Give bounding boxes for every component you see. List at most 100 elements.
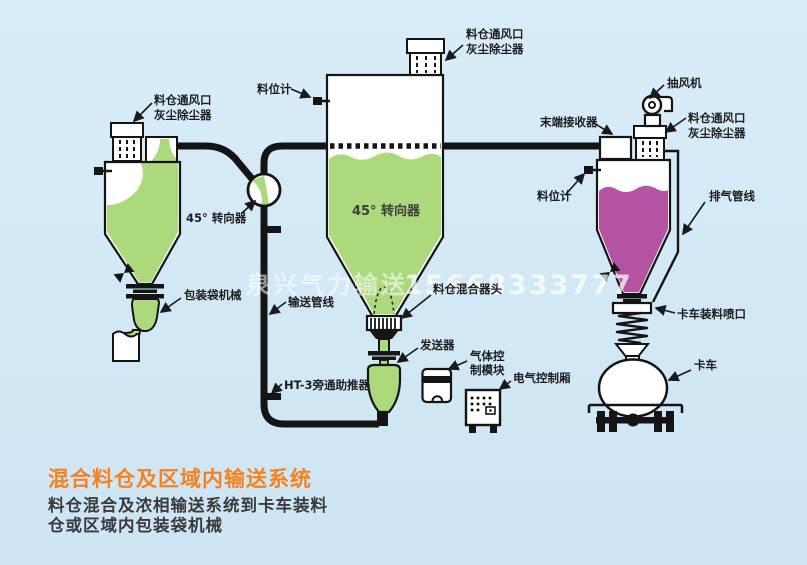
- pipe-left-silo-feed: [176, 142, 256, 183]
- leader-mixer: [400, 294, 432, 320]
- label-truck: 卡车: [694, 358, 717, 372]
- leader-lines: [132, 44, 706, 395]
- leader-right-level: [565, 172, 586, 195]
- leader-left-diverter: [241, 199, 257, 214]
- truck-chassis: [587, 403, 684, 413]
- label-exhaust-line: 排气管线: [709, 189, 755, 203]
- label-truck-loading-spout: 卡车装料喷口: [677, 307, 746, 321]
- cabinet-switch-dot: [489, 409, 492, 412]
- label-electric-cabinet: 电气控制厢: [513, 371, 571, 385]
- right-cone-valve: [599, 262, 621, 282]
- diverter-valve: [246, 172, 282, 208]
- label-gas-ctrl-line1: 气体控: [469, 349, 505, 363]
- label-right-vent-line1: 料仓通风口: [688, 111, 746, 125]
- left-cone-valve: [113, 263, 135, 283]
- leader-truck: [667, 369, 692, 382]
- leader-sender: [396, 347, 419, 363]
- conveying-pipes: [176, 142, 603, 428]
- label-mid-diverter: 45° 转向器: [352, 203, 421, 219]
- label-exhaust-fan: 抽风机: [667, 76, 702, 90]
- electrical-cabinet: [464, 388, 502, 433]
- leader-mid-vent: [444, 44, 464, 62]
- right-silo-assembly: [584, 94, 684, 432]
- caption-title: 混合料仓及区域内输送系统: [48, 467, 312, 491]
- loading-spout-plate: [611, 301, 653, 315]
- gas-control-module: [421, 367, 453, 404]
- left-silo-material: [107, 163, 178, 282]
- leader-exhaust: [682, 201, 706, 236]
- right-collector-filter-pattern: [642, 141, 658, 157]
- leader-mid-level: [290, 88, 312, 99]
- pipe-main-vertical: [260, 204, 379, 428]
- mixer-taper-flange: [369, 330, 399, 339]
- label-bagging-machine: 包装袋机械: [183, 288, 242, 302]
- spout-flange-2: [623, 299, 641, 303]
- right-collector-cap: [633, 125, 667, 139]
- gas-module-notch: [431, 395, 444, 402]
- leader-receiver: [591, 121, 614, 135]
- label-left-vent-line1: 料仓通风口: [154, 93, 212, 107]
- sender-flange-1: [368, 351, 400, 356]
- right-level-sensor: [584, 166, 593, 174]
- caption-line1: 料仓混合及浓相输送系统到卡车装料: [48, 495, 328, 515]
- watermark-phone: 15668333777: [404, 270, 633, 301]
- left-outlet-flange-1: [126, 284, 164, 289]
- left-silo-assembly: [94, 122, 182, 362]
- leader-bagging: [159, 297, 182, 313]
- mixer-dome-dashed: [373, 286, 395, 315]
- end-receiver: [598, 135, 633, 161]
- spout-flange-1: [617, 294, 647, 299]
- mixer-neck-tube: [378, 338, 390, 353]
- leader-right-vent: [664, 117, 687, 133]
- label-left-diverter: 45° 转向器: [186, 211, 247, 225]
- leader-electric: [498, 378, 512, 390]
- diverter-material-band: [252, 176, 269, 205]
- sender-flange-2: [372, 356, 396, 360]
- watermark: 泉兴气力输送 15668333777: [246, 270, 633, 301]
- leader-left-vent: [132, 102, 153, 123]
- loading-spout-bellows: [615, 311, 649, 345]
- leader-booster: [270, 382, 283, 395]
- truck-tank: [597, 358, 669, 418]
- label-left-vent-line2: 灰尘除尘器: [154, 108, 212, 122]
- left-outlet-flange-2: [133, 289, 157, 293]
- truck-axle-hub: [626, 413, 640, 427]
- pipe-diverter-to-mid-silo: [260, 142, 330, 176]
- caption-line2: 仓或区域内包装袋机械: [47, 515, 223, 535]
- middle-silo-assembly: [313, 38, 445, 414]
- labels: 料仓通风口 灰尘除尘器 45° 转向器 包装袋机械 料位计 料仓通风口 灰尘除尘…: [154, 27, 755, 392]
- cabinet-foot-right: [490, 425, 497, 433]
- mixer-collar-ribs: [370, 318, 396, 329]
- cabinet-foot-left: [469, 425, 476, 433]
- caption-block: 混合料仓及区域内输送系统 料仓混合及浓相输送系统到卡车装料 仓或区域内包装袋机械: [47, 467, 328, 535]
- leader-spout: [654, 305, 676, 316]
- label-mid-level-gauge: 料位计: [257, 82, 292, 96]
- bagging-hopper: [130, 298, 161, 332]
- mid-collector-filter-pattern: [416, 56, 436, 73]
- gas-module-band: [423, 376, 450, 383]
- exhaust-line-pipe: [651, 149, 680, 303]
- label-bypass-booster: HT-3旁通助推器: [284, 378, 371, 392]
- truck-wheels: [596, 411, 674, 432]
- leader-conveying: [268, 301, 287, 316]
- label-right-vent-line2: 灰尘除尘器: [688, 126, 746, 140]
- pipe-branch-stub: [267, 226, 281, 233]
- leader-fan: [648, 84, 665, 100]
- watermark-brand: 泉兴气力输送: [246, 271, 408, 299]
- mid-level-sensor: [313, 97, 322, 105]
- sender-vessel: [366, 363, 402, 414]
- sender-riser-pipe: [377, 408, 388, 426]
- fan-foot: [643, 113, 662, 128]
- label-conveying-line: 输送管线: [288, 295, 334, 309]
- label-gas-ctrl-line2: 制模块: [470, 363, 505, 377]
- packaging-bag: [112, 330, 140, 362]
- label-mixer-head: 料仓混合器头: [433, 282, 502, 296]
- mid-collector-cap: [406, 38, 445, 54]
- label-mid-vent-line1: 料仓通风口: [466, 27, 524, 41]
- left-level-sensor: [94, 167, 103, 175]
- left-collector-filter-pattern: [119, 140, 135, 158]
- left-outlet-flange-3: [126, 294, 164, 299]
- booster-stub: [267, 393, 281, 400]
- mid-silo-material: [329, 152, 441, 314]
